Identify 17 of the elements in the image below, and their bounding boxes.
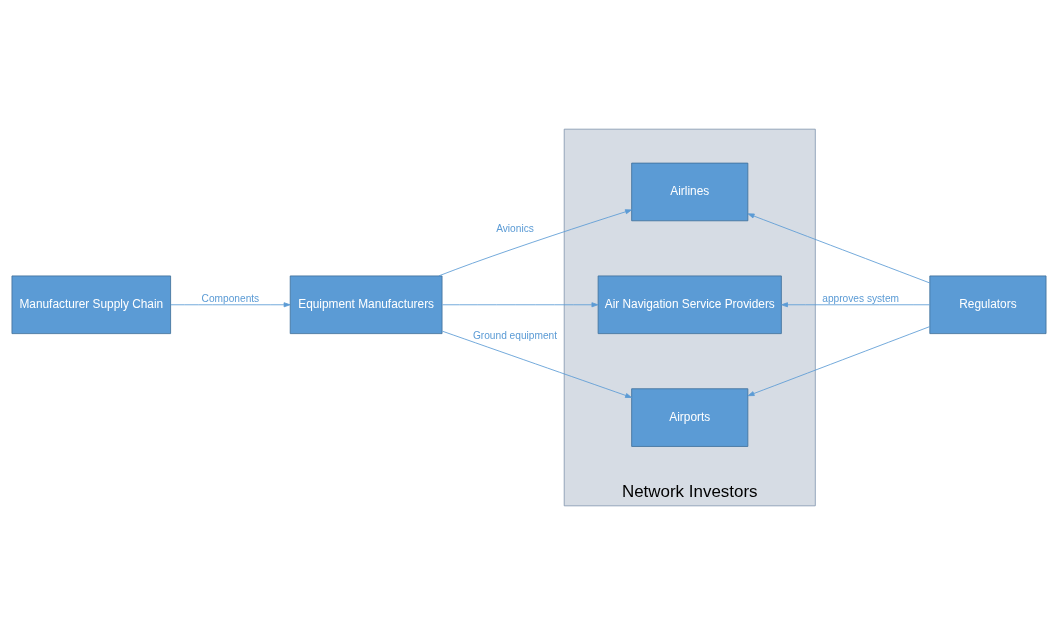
arrow — [781, 302, 931, 308]
node-box: Air Navigation Service Providers — [597, 275, 782, 335]
arrow — [438, 209, 632, 277]
node-box: Regulators — [929, 275, 1047, 335]
node-box: Manufacturer Supply Chain — [11, 275, 172, 335]
edge-label: Ground equipment — [472, 330, 558, 342]
arrow — [442, 302, 599, 308]
edge-label: approves system — [822, 292, 900, 304]
arrow — [747, 213, 931, 284]
edge-label: Avionics — [496, 223, 534, 235]
arrow — [747, 326, 931, 397]
arrow — [442, 330, 632, 398]
node-box: Airlines — [631, 162, 749, 222]
edge-label: Components — [201, 292, 260, 304]
node-box: Airports — [631, 388, 749, 447]
node-box: Equipment Manufacturers — [289, 275, 443, 335]
arrow — [170, 302, 291, 308]
